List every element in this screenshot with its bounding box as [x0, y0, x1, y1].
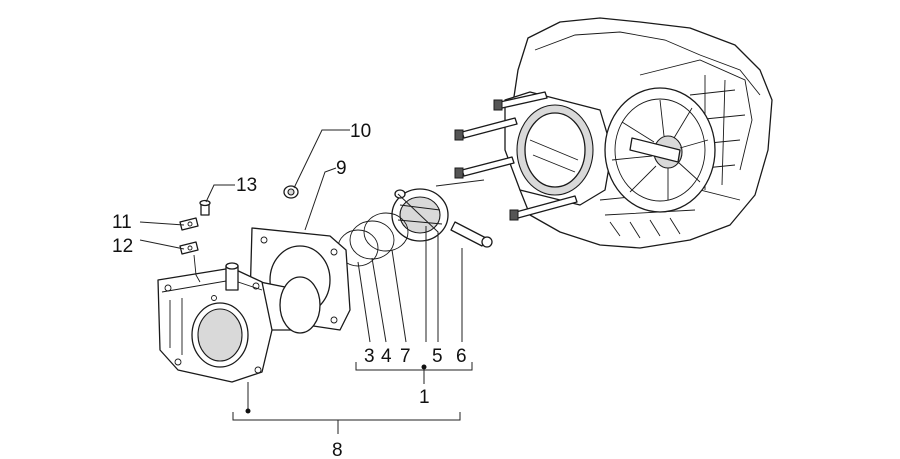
hose-connector	[193, 254, 201, 283]
pin-clip	[481, 236, 493, 248]
callout-11: 11	[112, 212, 132, 233]
callout-6: 6	[456, 346, 467, 367]
callout-3: 3	[364, 346, 375, 367]
callout-8: 8	[332, 440, 343, 459]
callout-7: 7	[400, 346, 411, 367]
oring-10	[283, 185, 299, 199]
assembly-bracket-1	[355, 362, 473, 384]
screw-13	[199, 199, 211, 216]
clamp-12	[179, 241, 199, 255]
assembly-bracket-8	[232, 382, 461, 434]
cylinder	[157, 262, 321, 383]
crankcase	[454, 17, 773, 249]
callout-12: 12	[112, 236, 133, 257]
callout-10: 10	[350, 121, 371, 142]
pin-clip	[394, 189, 406, 199]
callout-4: 4	[381, 346, 392, 367]
callout-1: 1	[419, 387, 430, 408]
callout-9: 9	[336, 158, 347, 179]
piston-pin	[450, 221, 487, 247]
clamp-11	[179, 217, 199, 231]
callout-13: 13	[236, 175, 257, 196]
callout-5: 5	[432, 346, 443, 367]
leader-lines	[139, 129, 485, 343]
